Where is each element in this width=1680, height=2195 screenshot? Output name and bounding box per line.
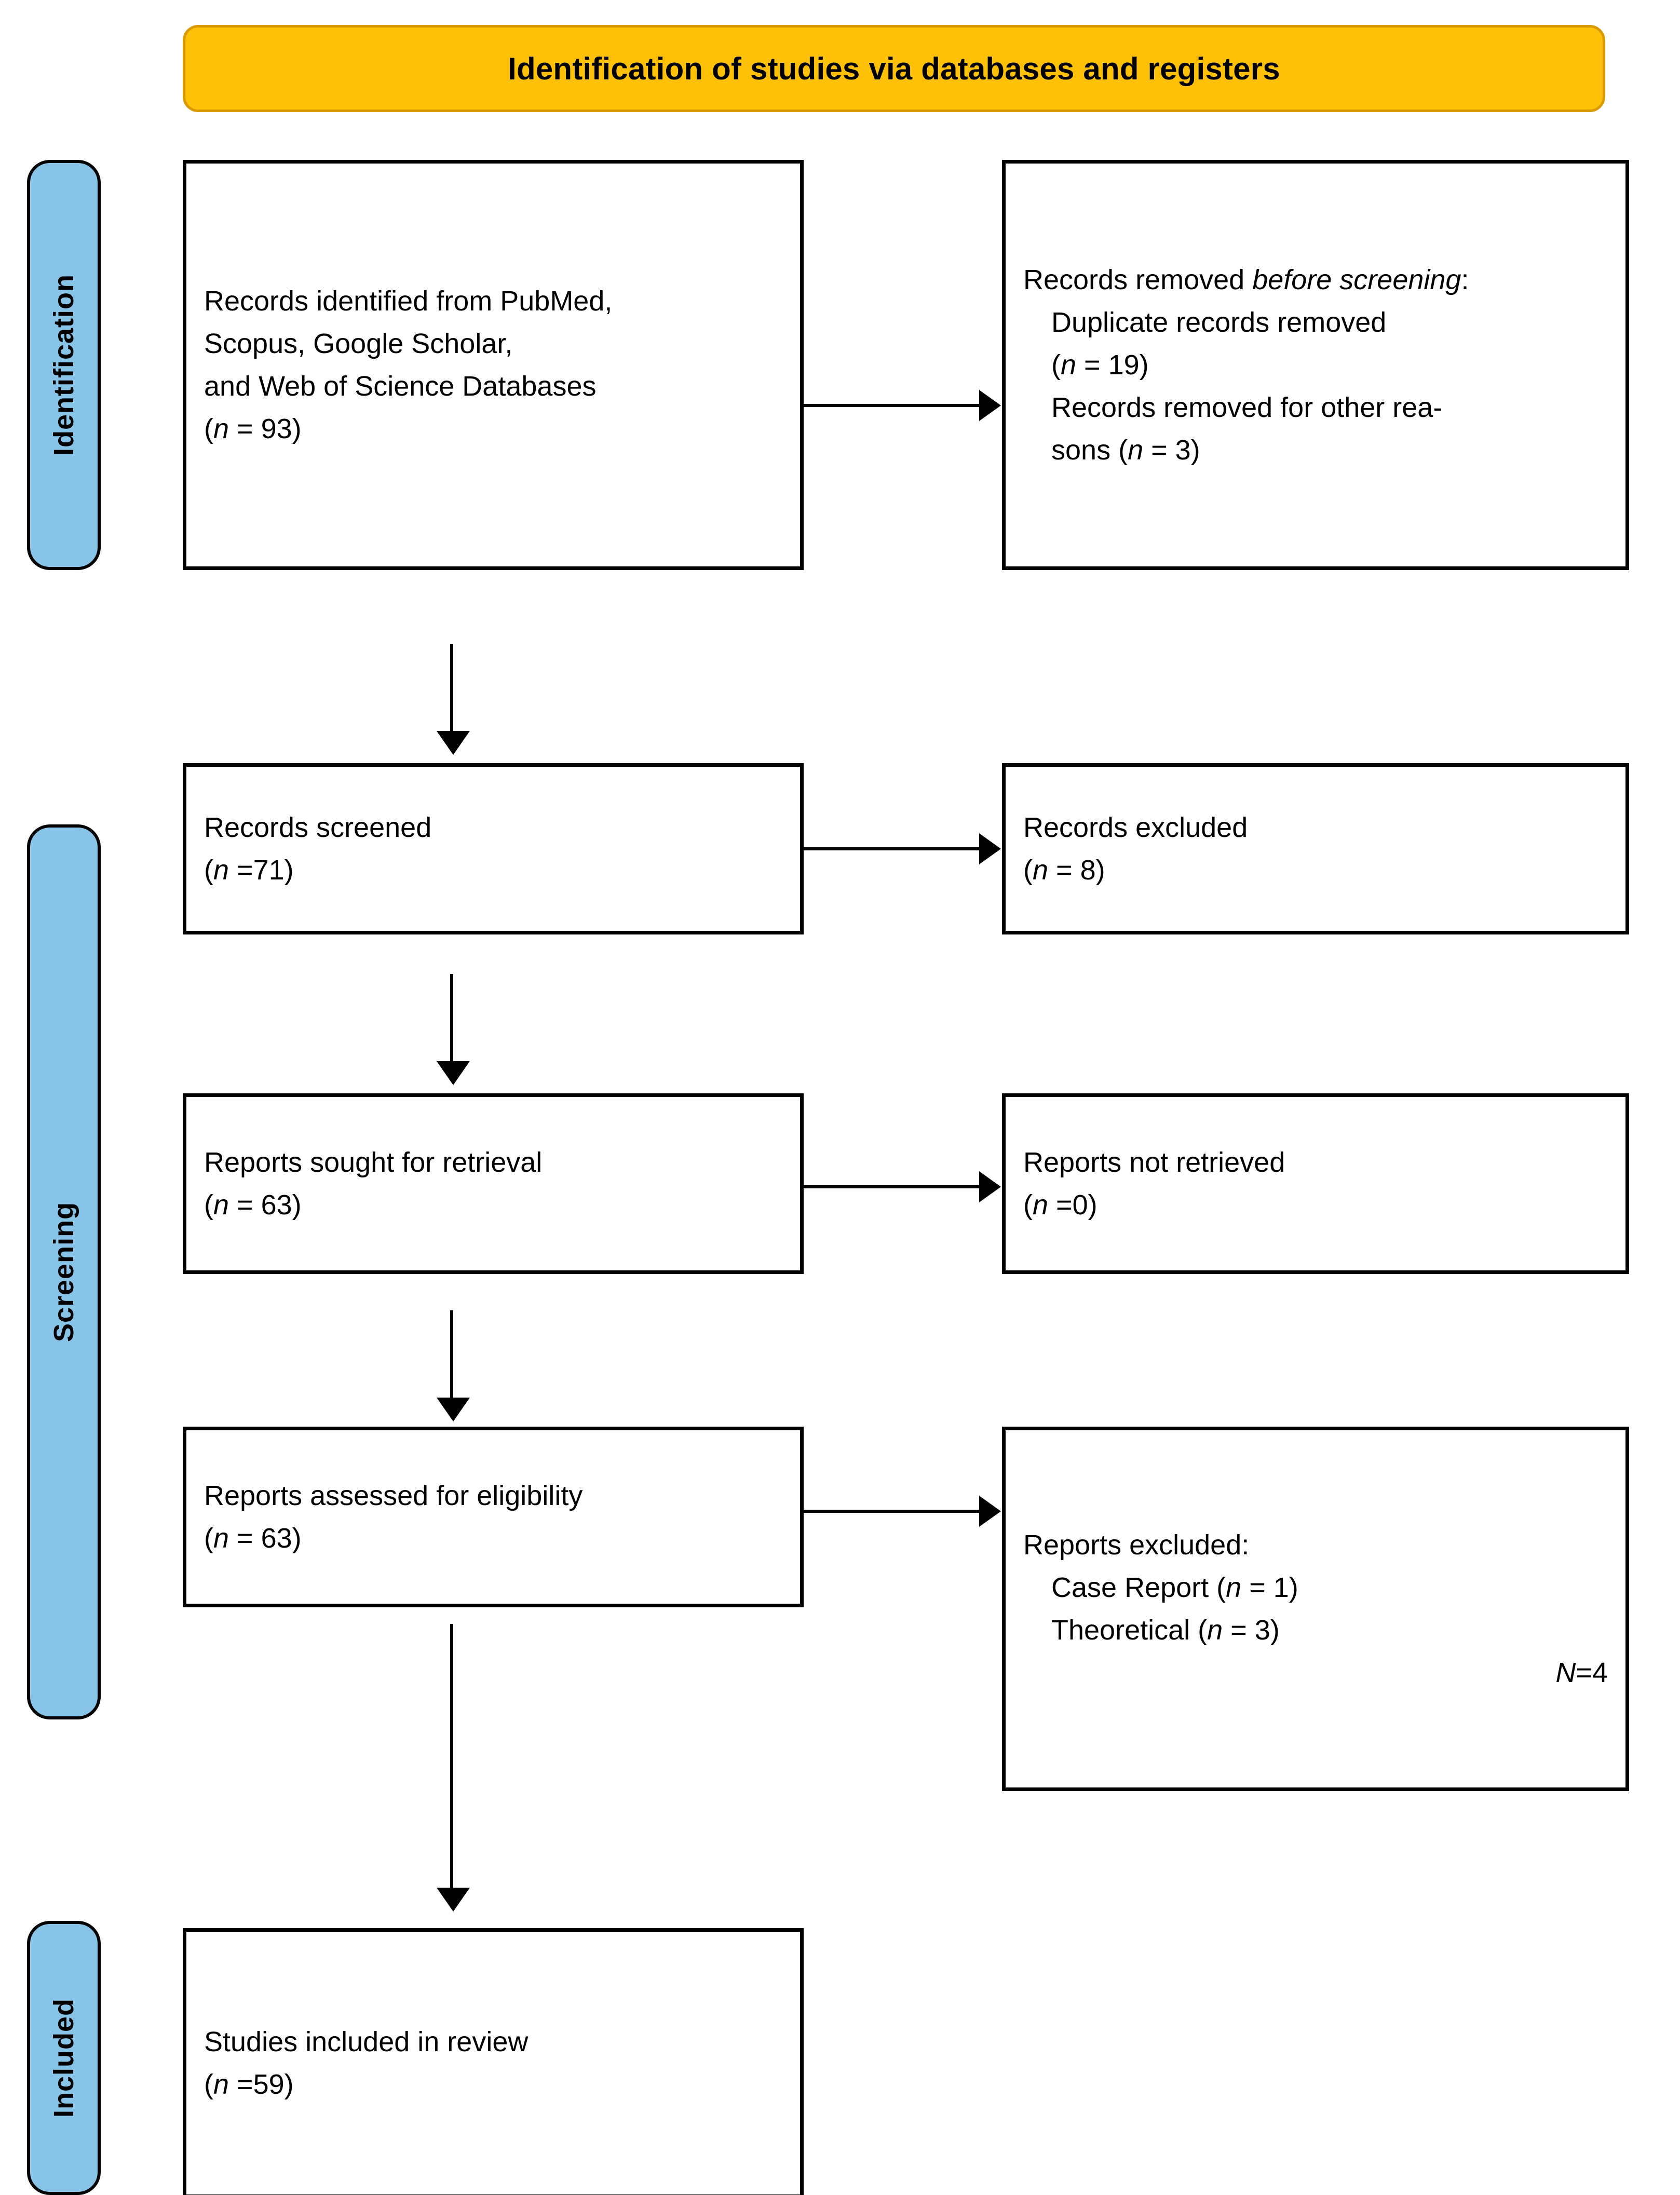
count-value: = 3) bbox=[1223, 1615, 1280, 1646]
records-screened-count: (n =71) bbox=[204, 849, 782, 891]
n-symbol: n bbox=[1128, 435, 1144, 466]
paren-open: ( bbox=[1051, 349, 1061, 381]
item-pre: Theoretical ( bbox=[1051, 1615, 1208, 1646]
paren-open: ( bbox=[1023, 855, 1033, 886]
arrow-identified-to-screened-line bbox=[450, 644, 453, 733]
arrow-screened-to-sought-line bbox=[450, 974, 453, 1063]
reports-not-retrieved-label: Reports not retrieved bbox=[1023, 1146, 1285, 1178]
arrow-identified-to-removed-head-icon bbox=[979, 390, 1001, 421]
n-symbol: n bbox=[1207, 1615, 1223, 1646]
node-reports-sought: Reports sought for retrieval (n = 63) bbox=[183, 1093, 804, 1274]
arrow-sought-to-assessed-line bbox=[450, 1310, 453, 1400]
node-studies-included: Studies included in review (n =59) bbox=[183, 1928, 804, 2195]
arrow-sought-to-assessed-head-icon bbox=[437, 1398, 470, 1421]
count-value: =0) bbox=[1048, 1189, 1098, 1221]
removed-other-reasons-label: Records removed for other rea- bbox=[1051, 392, 1443, 424]
count-value: =59) bbox=[229, 2069, 294, 2100]
records-excluded-count: (n = 8) bbox=[1023, 849, 1608, 891]
node-records-screened: Records screened (n =71) bbox=[183, 763, 804, 934]
records-identified-line1: Records identified from PubMed, bbox=[204, 285, 613, 317]
reports-sought-count: (n = 63) bbox=[204, 1184, 782, 1226]
duplicate-records-removed-count: (n = 19) bbox=[1023, 344, 1608, 386]
reports-excluded-total: N=4 bbox=[1023, 1651, 1608, 1694]
arrow-screened-to-excluded-line bbox=[804, 847, 980, 850]
stage-label-screening: Screening bbox=[27, 824, 101, 1719]
heading-post: : bbox=[1461, 264, 1469, 295]
records-identified-line3: and Web of Science Databases bbox=[204, 371, 597, 402]
stage-label-identification: Identification bbox=[27, 160, 101, 570]
paren-open: ( bbox=[1023, 1189, 1033, 1221]
count-value: = 3) bbox=[1143, 435, 1200, 466]
arrow-identified-to-screened-head-icon bbox=[437, 731, 470, 755]
arrow-screened-to-sought-head-icon bbox=[437, 1061, 470, 1085]
n-symbol: n bbox=[1226, 1571, 1242, 1603]
count-value: = 1) bbox=[1241, 1571, 1298, 1603]
n-symbol: n bbox=[213, 413, 229, 445]
N-symbol: N bbox=[1555, 1657, 1576, 1689]
n-symbol: n bbox=[213, 2069, 229, 2100]
node-reports-not-retrieved: Reports not retrieved (n =0) bbox=[1002, 1093, 1629, 1274]
arrow-identified-to-removed-line bbox=[804, 404, 980, 407]
n-symbol: n bbox=[213, 1189, 229, 1221]
stage-label-identification-text: Identification bbox=[48, 274, 79, 456]
node-reports-excluded: Reports excluded: Case Report (n = 1) Th… bbox=[1002, 1427, 1629, 1791]
paren-open: ( bbox=[204, 2069, 213, 2100]
count-value: = 93) bbox=[229, 413, 302, 445]
duplicate-records-removed-label: Duplicate records removed bbox=[1051, 306, 1387, 338]
paren-open: ( bbox=[204, 855, 213, 886]
paren-open: ( bbox=[204, 1189, 213, 1221]
reports-sought-label: Reports sought for retrieval bbox=[204, 1146, 543, 1178]
arrow-assessed-to-included-head-icon bbox=[437, 1888, 470, 1912]
reports-assessed-count: (n = 63) bbox=[204, 1517, 782, 1560]
heading-italic: before screening bbox=[1252, 264, 1461, 295]
paren-open: ( bbox=[204, 1523, 213, 1554]
n-symbol: n bbox=[213, 1523, 229, 1554]
arrow-assessed-to-included-line bbox=[450, 1624, 453, 1890]
arrow-assessed-to-reportsexcluded-head-icon bbox=[979, 1496, 1001, 1527]
total-value: =4 bbox=[1576, 1657, 1608, 1689]
count-value: = 63) bbox=[229, 1189, 302, 1221]
records-removed-heading: Records removed before screening: bbox=[1023, 259, 1608, 301]
node-records-removed: Records removed before screening: Duplic… bbox=[1002, 160, 1629, 570]
n-symbol: n bbox=[1032, 855, 1049, 886]
removed-other-reasons-count: sons (n = 3) bbox=[1023, 429, 1608, 471]
node-records-excluded: Records excluded (n = 8) bbox=[1002, 763, 1629, 934]
reports-excluded-theoretical: Theoretical (n = 3) bbox=[1023, 1609, 1608, 1651]
reports-not-retrieved-count: (n =0) bbox=[1023, 1184, 1608, 1226]
arrow-screened-to-excluded-head-icon bbox=[979, 833, 1001, 864]
stage-label-screening-text: Screening bbox=[48, 1201, 79, 1343]
n-symbol: n bbox=[1060, 349, 1077, 381]
node-reports-assessed: Reports assessed for eligibility (n = 63… bbox=[183, 1427, 804, 1607]
stage-label-included: Included bbox=[27, 1921, 101, 2195]
reports-excluded-heading: Reports excluded: bbox=[1023, 1529, 1250, 1561]
records-excluded-label: Records excluded bbox=[1023, 811, 1248, 843]
diagram-title: Identification of studies via databases … bbox=[508, 51, 1280, 86]
records-identified-count: (n = 93) bbox=[204, 408, 782, 450]
n-symbol: n bbox=[1032, 1189, 1049, 1221]
count-value: = 63) bbox=[229, 1523, 302, 1554]
n-symbol: n bbox=[213, 855, 229, 886]
count-value: = 19) bbox=[1076, 349, 1149, 381]
paren-open: ( bbox=[204, 413, 213, 445]
cont-pre: sons ( bbox=[1051, 435, 1128, 466]
arrow-assessed-to-reportsexcluded-line bbox=[804, 1510, 980, 1513]
node-records-identified: Records identified from PubMed, Scopus, … bbox=[183, 160, 804, 570]
count-value: = 8) bbox=[1048, 855, 1105, 886]
studies-included-label: Studies included in review bbox=[204, 2026, 529, 2057]
item-pre: Case Report ( bbox=[1051, 1571, 1226, 1603]
reports-assessed-label: Reports assessed for eligibility bbox=[204, 1480, 583, 1511]
arrow-sought-to-notretrieved-line bbox=[804, 1185, 980, 1188]
records-screened-label: Records screened bbox=[204, 811, 432, 843]
diagram-header-banner: Identification of studies via databases … bbox=[183, 25, 1605, 112]
records-identified-line2: Scopus, Google Scholar, bbox=[204, 328, 513, 359]
reports-excluded-case-report: Case Report (n = 1) bbox=[1023, 1566, 1608, 1609]
count-value: =71) bbox=[229, 855, 294, 886]
arrow-sought-to-notretrieved-head-icon bbox=[979, 1171, 1001, 1202]
stage-label-included-text: Included bbox=[48, 1998, 80, 2118]
studies-included-count: (n =59) bbox=[204, 2063, 782, 2106]
heading-pre: Records removed bbox=[1023, 264, 1253, 295]
